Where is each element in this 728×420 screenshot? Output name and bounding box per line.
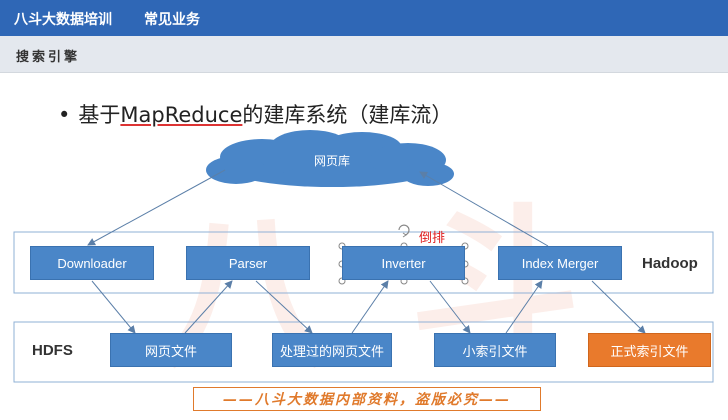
- bullet-line: • 基于MapReduce的建库系统（建库流）: [58, 99, 452, 129]
- arrow-webfile-to-parser: [184, 280, 233, 334]
- arrow-parser-to-processed: [255, 280, 313, 334]
- hdfs-label: HDFS: [32, 342, 73, 359]
- cloud-label: 网页库: [313, 154, 350, 168]
- hadoop-label: Hadoop: [642, 255, 698, 272]
- small-index-file-box[interactable]: 小索引文件: [434, 333, 556, 367]
- brand-title: 八斗大数据培训: [14, 12, 112, 28]
- web-file-box[interactable]: 网页文件: [110, 333, 232, 367]
- rotate-handle-icon[interactable]: [398, 224, 410, 238]
- hdfs-group: [13, 321, 714, 383]
- arrow-smallindex-to-indexmerger: [505, 280, 543, 334]
- arrow-cloud-to-downloader: [87, 169, 226, 246]
- final-index-file-box[interactable]: 正式索引文件: [588, 333, 711, 367]
- copyright-footer: ——八斗大数据内部资料，盗版必究——: [193, 387, 541, 411]
- index-merger-box[interactable]: Index Merger: [498, 246, 622, 280]
- arrow-processed-to-inverter: [351, 280, 389, 334]
- arrow-inverter-to-smallindex: [429, 280, 471, 334]
- bullet-mapreduce: MapReduce: [120, 103, 243, 127]
- arrow-indexmerger-to-finalindex: [591, 280, 646, 334]
- cloud-shape: [206, 130, 454, 187]
- arrow-indexmerger-to-cloud: [419, 171, 549, 247]
- section-title: 搜索引擎: [16, 50, 81, 65]
- bullet-prefix: 基于: [78, 103, 121, 127]
- hadoop-group: [13, 231, 714, 294]
- annotation-label: 倒排: [419, 231, 446, 246]
- downloader-box[interactable]: Downloader: [30, 246, 154, 280]
- nav-item-common-business[interactable]: 常见业务: [144, 12, 200, 28]
- section-bar: 搜索引擎: [0, 36, 728, 73]
- inverter-box[interactable]: Inverter: [342, 246, 465, 280]
- bullet-suffix: 的建库系统（建库流）: [242, 103, 453, 127]
- bullet-dot: •: [58, 103, 71, 127]
- parser-box[interactable]: Parser: [186, 246, 310, 280]
- arrow-downloader-to-webfile: [91, 280, 136, 334]
- processed-web-file-box[interactable]: 处理过的网页文件: [272, 333, 392, 367]
- top-bar: 八斗大数据培训 常见业务: [0, 0, 728, 36]
